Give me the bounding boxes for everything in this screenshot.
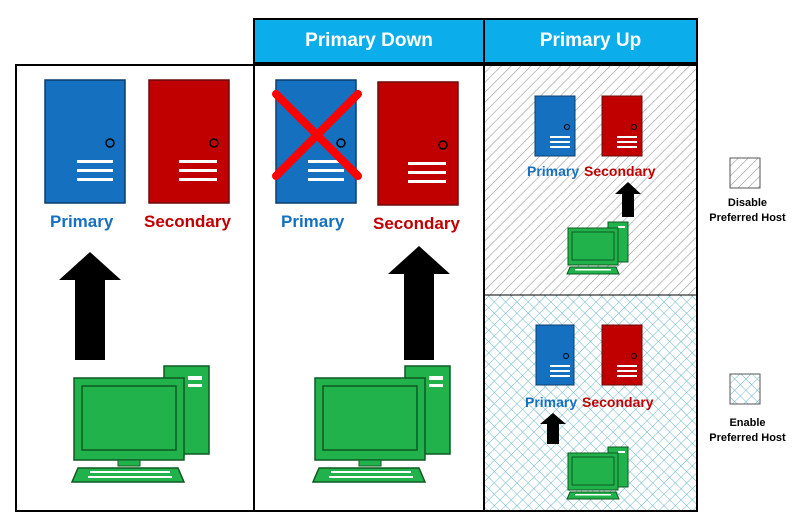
header-primary-up-label: Primary Up <box>539 30 642 51</box>
label-primary: Primary <box>281 212 345 231</box>
server-secondary-icon <box>601 95 643 157</box>
server-primary-icon <box>535 324 575 386</box>
label-secondary: Secondary <box>144 212 231 231</box>
header-primary-down: Primary Down <box>253 18 485 64</box>
failure-x-icon <box>272 90 362 180</box>
server-primary-icon <box>534 95 576 157</box>
legend-disable-text: Disable Preferred Host <box>700 196 795 226</box>
legend-enable-line2: Preferred Host <box>709 432 786 444</box>
header-primary-up: Primary Up <box>483 18 698 64</box>
server-secondary-icon <box>601 324 643 386</box>
legend-disable-swatch <box>729 157 761 189</box>
label-primary: Primary <box>50 212 114 231</box>
server-secondary-icon <box>148 79 230 204</box>
legend-disable-line2: Preferred Host <box>709 212 786 224</box>
arrow-up-icon <box>388 246 450 360</box>
label-secondary: Secondary <box>584 163 656 179</box>
label-primary: Primary <box>527 163 580 179</box>
computer-icon <box>311 365 451 483</box>
label-primary: Primary <box>525 394 578 410</box>
label-secondary: Secondary <box>582 394 654 410</box>
legend-enable-swatch <box>729 373 761 405</box>
arrow-up-icon <box>615 182 641 217</box>
computer-icon <box>566 446 629 500</box>
header-primary-down-label: Primary Down <box>305 30 433 51</box>
computer-icon <box>566 221 629 275</box>
legend-disable-line1: Disable <box>727 197 768 209</box>
legend-enable-text: Enable Preferred Host <box>700 416 795 446</box>
legend-enable-line1: Enable <box>729 417 766 429</box>
server-primary-icon <box>44 79 126 204</box>
label-secondary: Secondary <box>373 214 460 233</box>
server-secondary-icon <box>377 81 459 206</box>
computer-icon <box>70 365 210 483</box>
arrow-up-icon <box>540 413 566 444</box>
arrow-up-icon <box>59 252 121 360</box>
